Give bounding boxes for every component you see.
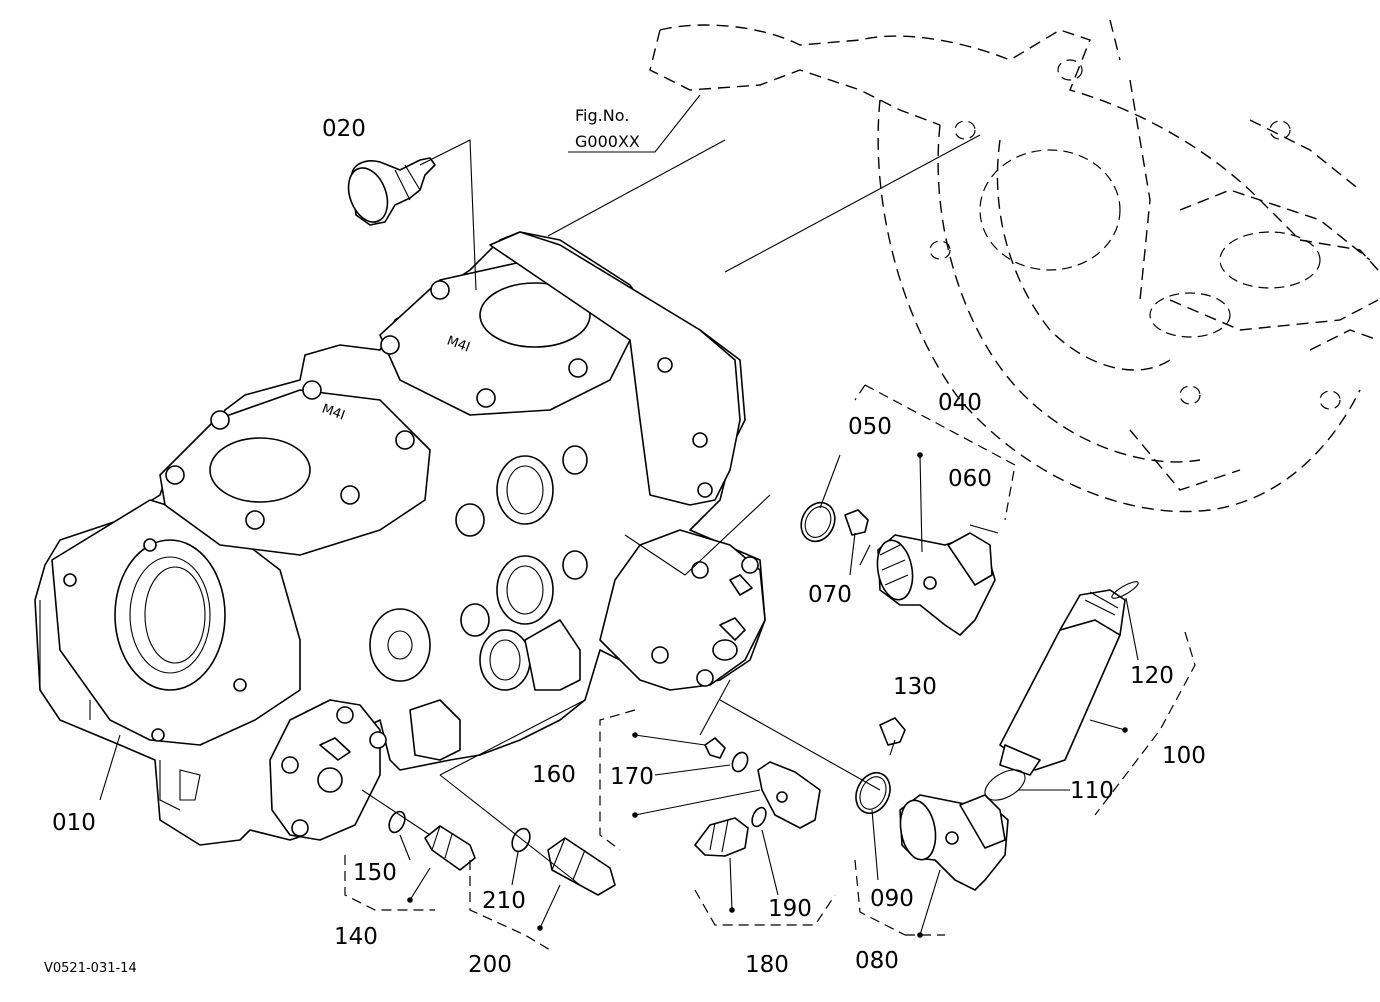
fitting-180 [694, 806, 767, 857]
fitting-140 [388, 810, 476, 871]
fitting-160 [704, 737, 821, 829]
callout-170: 170 [610, 764, 654, 790]
callout-150: 150 [353, 860, 397, 886]
callout-140: 140 [334, 924, 378, 950]
fig-no-value: G000XX [575, 132, 640, 151]
callout-120: 120 [1130, 663, 1174, 689]
leader-lines [99, 452, 1139, 938]
pump-assembly-body: M4I M4I [34, 231, 766, 846]
callout-010: 010 [52, 810, 96, 836]
callout-110: 110 [1070, 778, 1114, 804]
fitting-200 [511, 827, 616, 896]
callout-040: 040 [938, 390, 982, 416]
callout-130: 130 [893, 674, 937, 700]
oring-060 [969, 524, 999, 534]
plug-020 [347, 157, 436, 226]
callout-160: 160 [532, 762, 576, 788]
callout-200: 200 [468, 952, 512, 978]
callout-090: 090 [870, 886, 914, 912]
callout-060: 060 [948, 466, 992, 492]
callout-050: 050 [848, 414, 892, 440]
fitting-assembly-080 [855, 717, 1009, 891]
callout-020: 020 [322, 116, 366, 142]
callout-080: 080 [855, 948, 899, 974]
leader-020 [419, 139, 477, 291]
group-brackets [344, 384, 1196, 951]
transmission-housing-reference [649, 19, 1379, 513]
reference-line-1 [547, 139, 726, 237]
fitting-assembly-040 [800, 501, 999, 636]
callout-190: 190 [768, 896, 812, 922]
callout-070: 070 [808, 582, 852, 608]
figure-number-box: Fig.No. G000XX [568, 94, 701, 153]
fig-no-label: Fig.No. [575, 106, 629, 125]
reference-line-2 [724, 134, 981, 273]
callout-labels: 020 010 040 050 060 070 080 090 100 110 … [52, 116, 1206, 978]
callout-180: 180 [745, 952, 789, 978]
cover-mark-left: M4I [320, 402, 347, 424]
cover-mark-right: M4I [445, 334, 472, 356]
fitting-assembly-100 [984, 581, 1139, 801]
callout-210: 210 [482, 888, 526, 914]
callout-100: 100 [1162, 743, 1206, 769]
drawing-code: V0521-031-14 [44, 961, 137, 976]
